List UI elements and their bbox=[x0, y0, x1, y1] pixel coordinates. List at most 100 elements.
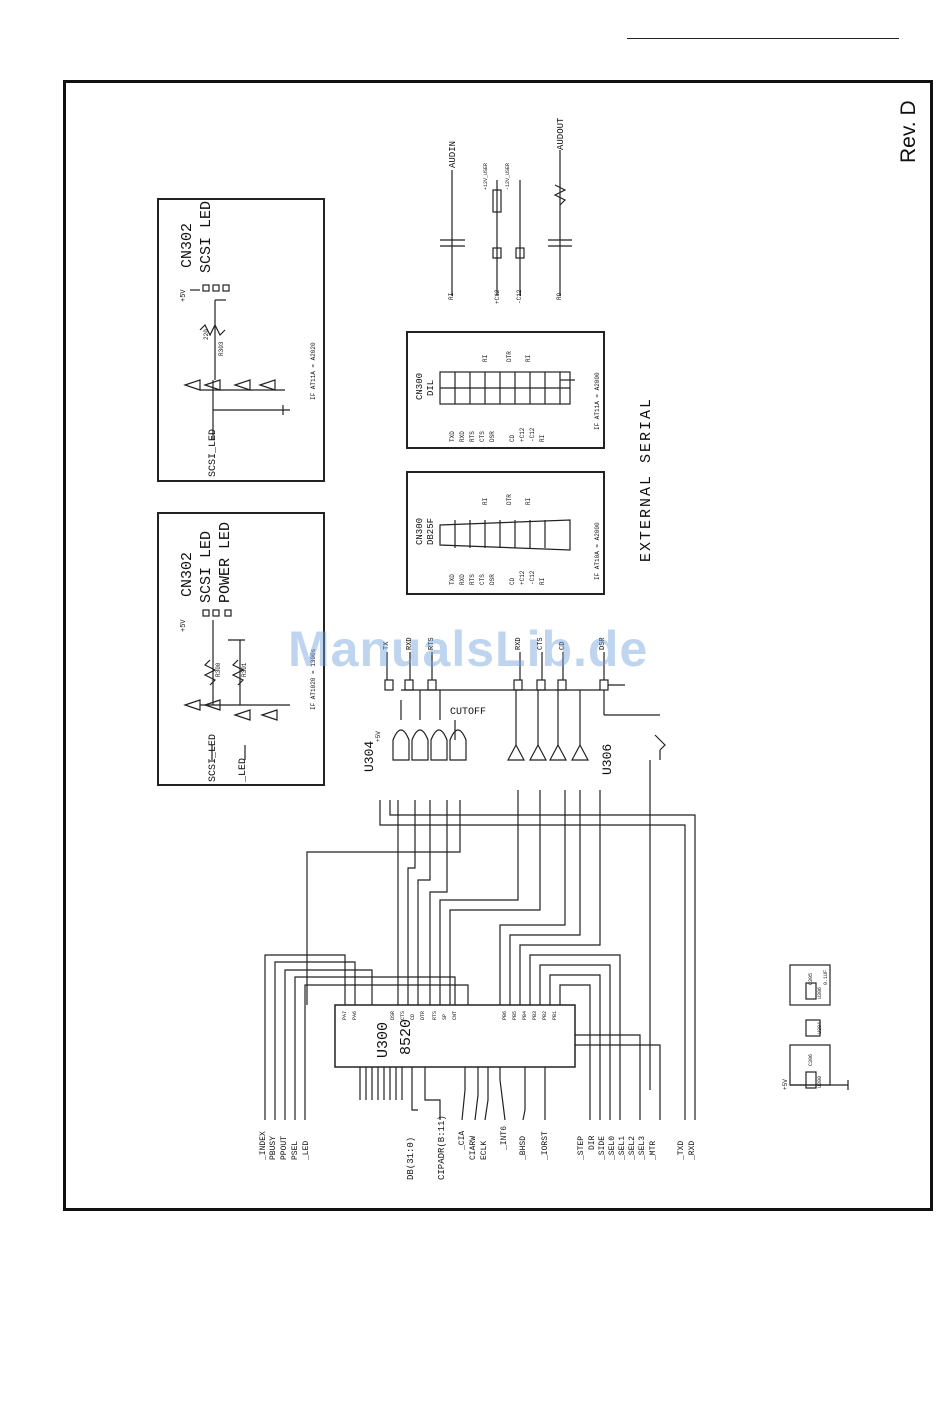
led-box-a-resistor: R303 bbox=[218, 341, 225, 356]
header-rule bbox=[627, 38, 899, 39]
signal-dir: DIR bbox=[588, 1135, 597, 1150]
led-box-b-line1: SCSI LED bbox=[198, 530, 215, 603]
u300-pin-pb4: PB4 bbox=[522, 1010, 528, 1020]
signal-cia: _CIA bbox=[458, 1130, 467, 1150]
decoupling-part-u304: U304 bbox=[817, 1021, 823, 1034]
signal-sel0: _SEL0 bbox=[608, 1135, 617, 1160]
led-box-b-line2: POWER LED bbox=[217, 521, 234, 603]
serial-a-pin-rts: RTS bbox=[469, 431, 476, 442]
u300-pin-pb1: PB1 bbox=[552, 1010, 558, 1020]
decoupling-part-u306: U306 bbox=[817, 986, 823, 999]
signal-led: _LED bbox=[302, 1140, 311, 1160]
signal-side: _SIDE bbox=[598, 1135, 607, 1160]
serial-b-pin-cd: CD bbox=[509, 577, 516, 585]
u304-supply: +5V bbox=[375, 731, 382, 742]
u300-pin-pb5: PB5 bbox=[512, 1010, 518, 1020]
serial-a-pin-dsr: DSR bbox=[489, 431, 496, 442]
serial-a-label-1: RI bbox=[482, 354, 489, 362]
decoupling-cap-c305: C305 bbox=[808, 972, 814, 985]
led-box-b-supply: +5V bbox=[180, 619, 188, 632]
serial-a-pin-rxd: RXD bbox=[459, 431, 466, 442]
signal-iorst: _IORST bbox=[541, 1131, 550, 1160]
serial-a-title: CN300 bbox=[415, 372, 425, 400]
signal-ppout: PPOUT bbox=[280, 1135, 289, 1160]
u300-pin-pb6: PB6 bbox=[502, 1010, 508, 1020]
serial-a-pin-ri: RI bbox=[539, 434, 546, 442]
led-box-a-res-value: 220 bbox=[203, 329, 210, 340]
u300-pin-cnt: CNT bbox=[452, 1010, 458, 1020]
external-serial-label: EXTERNAL SERIAL bbox=[638, 396, 655, 562]
serial-a-pin-nc12: -C12 bbox=[529, 427, 536, 442]
audio-usr-b: -12V_USER bbox=[505, 162, 511, 190]
audio-in-label: AUDIN bbox=[448, 140, 458, 168]
serial-b-pin-ri: RI bbox=[539, 577, 546, 585]
decoupling-value: 0.1UF bbox=[823, 969, 829, 985]
signal-pbusy: PBUSY bbox=[269, 1135, 278, 1160]
led-box-a-net: SCSI_LED bbox=[208, 428, 219, 477]
revision-label: Rev. D bbox=[897, 100, 920, 163]
serial-a-pin-cd: CD bbox=[509, 434, 516, 442]
u304-label: U304 bbox=[362, 740, 377, 772]
serial-a-label-2: DTR bbox=[506, 351, 513, 362]
signal-rxd: _RXD bbox=[688, 1140, 697, 1160]
u300-label: U300 bbox=[375, 1021, 392, 1058]
signal-sel1: _SEL1 bbox=[618, 1135, 627, 1160]
audio-rail-a: +C12 bbox=[494, 289, 501, 304]
serial-a-pin-pc12: +C12 bbox=[519, 427, 526, 442]
led-box-b-resistor-2: R301 bbox=[241, 662, 248, 677]
u300-pin-cts: CTS bbox=[400, 1010, 406, 1020]
u300-pin-sp: SP bbox=[442, 1013, 448, 1020]
serial-b-pin-rts: RTS bbox=[469, 574, 476, 585]
led-box-a-title: CN302 bbox=[179, 222, 196, 268]
led-box-a-supply: +5V bbox=[180, 289, 188, 302]
led-box-b-net-led: _LED bbox=[238, 757, 249, 782]
signal-sel2: _SEL2 bbox=[628, 1135, 637, 1160]
audio-usr-a: +12V_USER bbox=[483, 162, 489, 190]
signal-txd: _TXD bbox=[677, 1140, 686, 1160]
serial-b-label-1: RI bbox=[482, 497, 489, 505]
audio-ri-label: RI bbox=[448, 292, 455, 300]
serial-b-pin-nc12: -C12 bbox=[529, 570, 536, 585]
serial-b-pin-dsr: DSR bbox=[489, 574, 496, 585]
signal-step: _STEP bbox=[577, 1135, 586, 1160]
led-box-a-frame bbox=[157, 198, 325, 482]
decoupling-cap-c306: C306 bbox=[808, 1053, 814, 1066]
u300-pin-cd: CD bbox=[410, 1013, 416, 1020]
serial-b-pin-pc12: +C12 bbox=[519, 570, 526, 585]
serial-b-pin-txd: TXD bbox=[449, 574, 456, 585]
serial-a-label-3: RI bbox=[525, 354, 532, 362]
u304-cutoff-label: CUTOFF bbox=[450, 707, 487, 718]
signal-psel: PSEL bbox=[291, 1140, 300, 1160]
u300-pin-rts: RTS bbox=[432, 1010, 438, 1020]
u300-pin-pa6: PA6 bbox=[352, 1010, 358, 1020]
u300-pin-dsr: DSR bbox=[390, 1010, 396, 1020]
serial-a-pin-txd: TXD bbox=[449, 431, 456, 442]
led-box-a-option: IF AT11A = A2020 bbox=[310, 342, 317, 400]
led-box-b-resistor-1: R300 bbox=[215, 662, 222, 677]
serial-a-sub: DIL bbox=[426, 379, 436, 396]
decoupling-part-u300: U300 bbox=[817, 1075, 823, 1088]
u300-pin-pb3: PB3 bbox=[532, 1010, 538, 1020]
serial-b-pin-rxd: RXD bbox=[459, 574, 466, 585]
watermark: ManualsLib.de bbox=[288, 621, 649, 677]
audio-rail-b: -C12 bbox=[516, 289, 523, 304]
decoupling-supply: +5V bbox=[782, 1079, 789, 1090]
signal-mtr: _MTR bbox=[649, 1140, 658, 1160]
signal-int6: _INT6 bbox=[500, 1125, 509, 1150]
u300-pin-pa7: PA7 bbox=[342, 1010, 348, 1020]
audio-out-label: AUDOUT bbox=[556, 117, 566, 150]
serial-b-title: CN300 bbox=[415, 517, 425, 545]
serial-box-b-frame bbox=[406, 471, 605, 595]
serial-b-option: IF AT10A = A2000 bbox=[594, 522, 601, 580]
u306-label: U306 bbox=[600, 743, 615, 775]
u300-part: 8520 bbox=[398, 1018, 415, 1055]
signal-ciarw: CIARW bbox=[469, 1135, 478, 1160]
led-box-a-line1: SCSI LED bbox=[198, 200, 215, 273]
led-box-b-title: CN302 bbox=[179, 551, 196, 597]
serial-b-label-2: DTR bbox=[506, 494, 513, 505]
u300-pin-dtr: DTR bbox=[420, 1010, 426, 1020]
serial-box-a-frame bbox=[406, 331, 605, 449]
signal-sel3: _SEL3 bbox=[638, 1135, 647, 1160]
audio-ro-label: RO bbox=[556, 292, 563, 300]
